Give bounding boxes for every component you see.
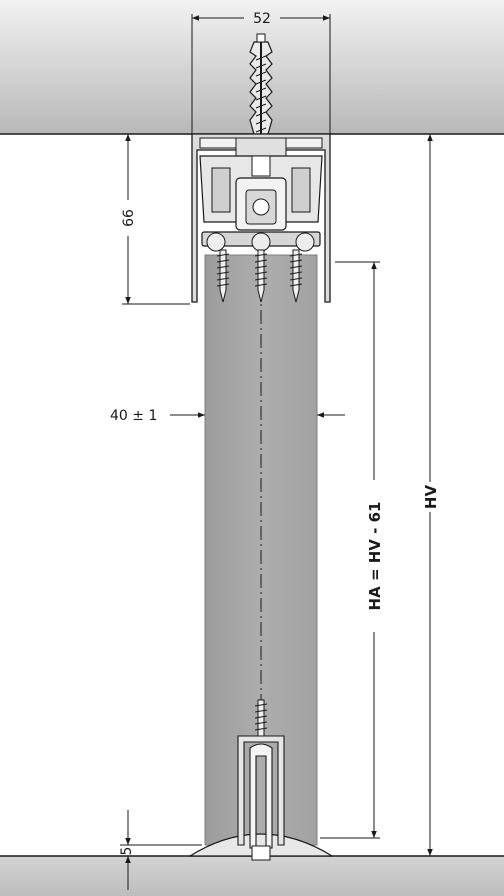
dim-panel-height-label: HA = HV - 61	[366, 502, 384, 611]
dim-track-width: 52	[191, 11, 331, 134]
dim-track-height-label: 66	[121, 209, 137, 227]
wood-screw-icon	[216, 249, 303, 303]
dim-total-height: HV	[335, 133, 470, 857]
ceiling	[0, 0, 504, 134]
dim-floor-clearance-label: 5	[119, 847, 135, 856]
dim-panel-height: HA = HV - 61	[320, 261, 384, 839]
wall-plug-anchor-icon	[249, 33, 273, 150]
floor-guide-icon	[187, 699, 335, 861]
dim-track-height: 66	[121, 133, 190, 305]
dim-total-height-label: HV	[422, 485, 440, 510]
dim-floor-clearance: 5	[119, 810, 202, 890]
dim-track-width-label: 52	[253, 11, 271, 27]
floor	[0, 856, 504, 896]
dim-panel-thickness-label: 40 ± 1	[110, 408, 157, 424]
dim-panel-thickness: 40 ± 1	[110, 408, 345, 424]
track-profile	[191, 133, 331, 303]
